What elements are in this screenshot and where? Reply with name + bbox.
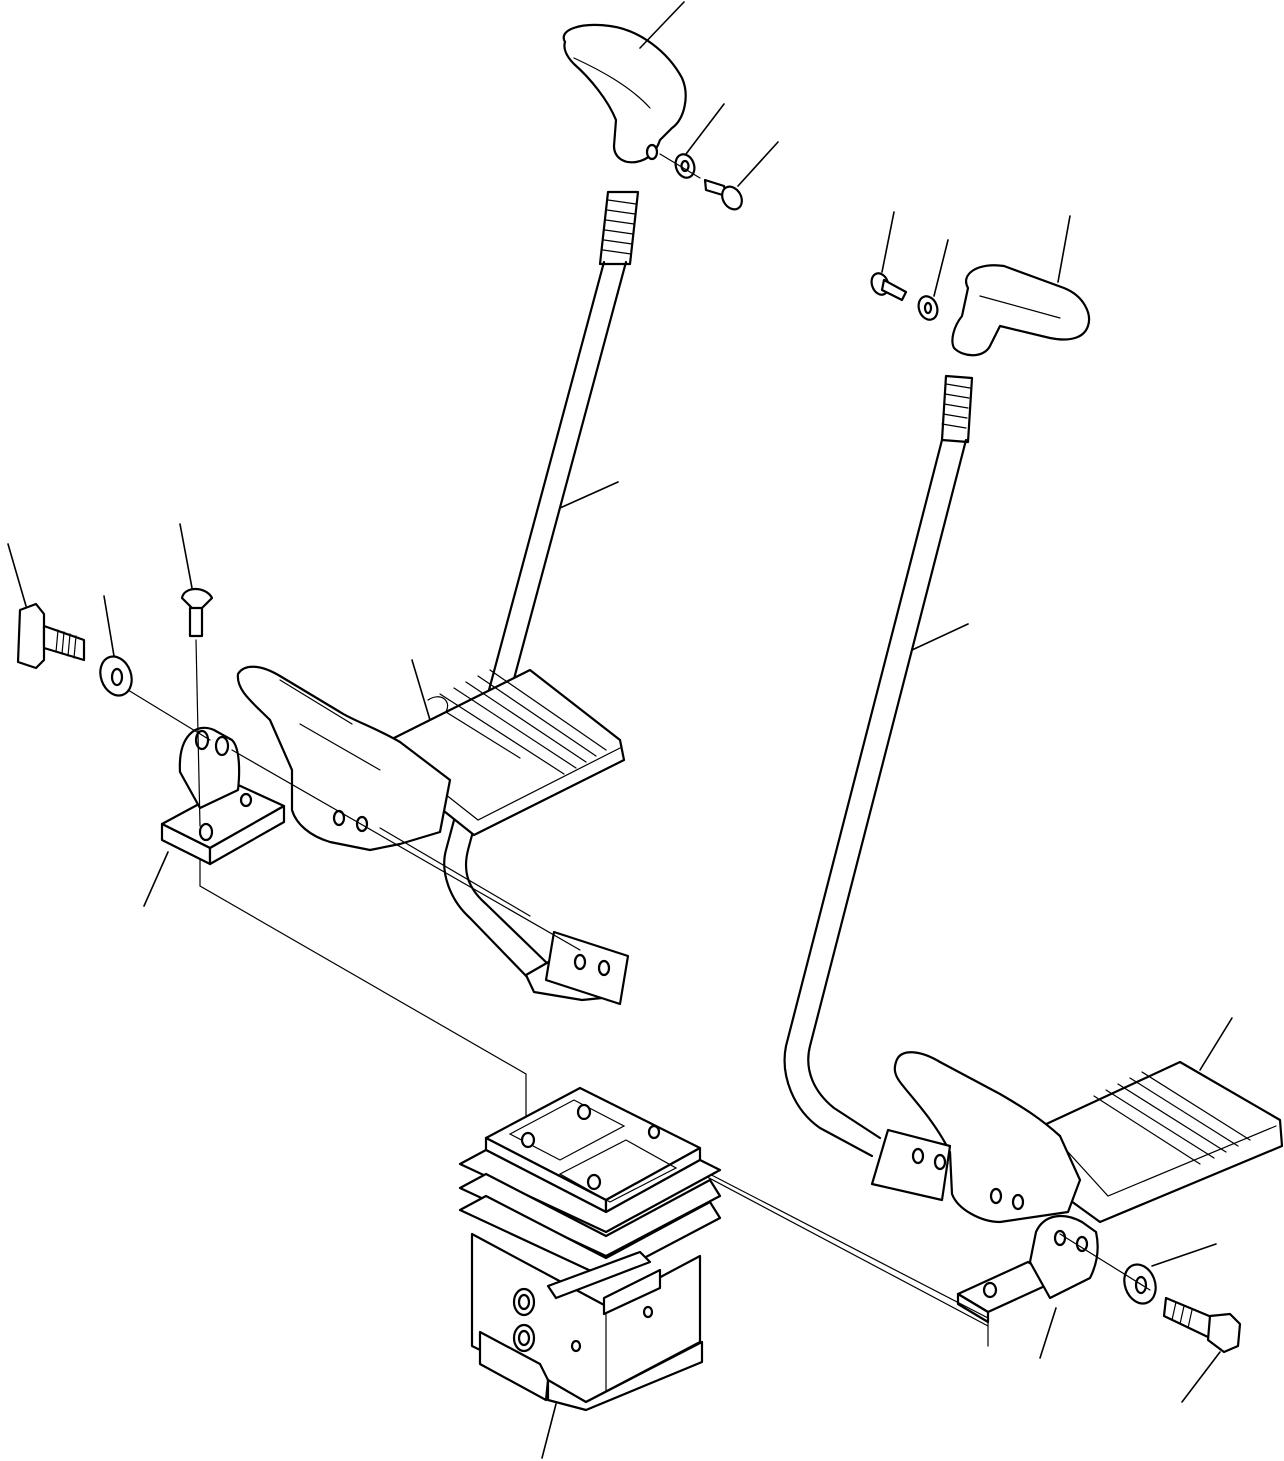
left-pedal [236, 659, 626, 852]
left-lever-rod [443, 190, 640, 1006]
left-bracket [143, 726, 286, 907]
left-knob-screw [703, 141, 779, 211]
left-knob [562, 1, 687, 164]
right-knob [951, 215, 1091, 357]
left-alignment-lines [199, 749, 581, 1141]
right-bolt-and-washer [1059, 1233, 1242, 1403]
left-countersunk-screw [179, 523, 214, 827]
left-knob-washer [659, 103, 725, 179]
right-lever-clamp [870, 1128, 952, 1202]
left-bolt-and-washer [7, 543, 211, 741]
right-knob-washer-screw [870, 211, 949, 321]
right-lever-rod [783, 374, 974, 1158]
right-pedal [893, 1017, 1284, 1224]
pilot-valve [458, 1086, 722, 1459]
right-bracket [956, 1214, 1099, 1359]
